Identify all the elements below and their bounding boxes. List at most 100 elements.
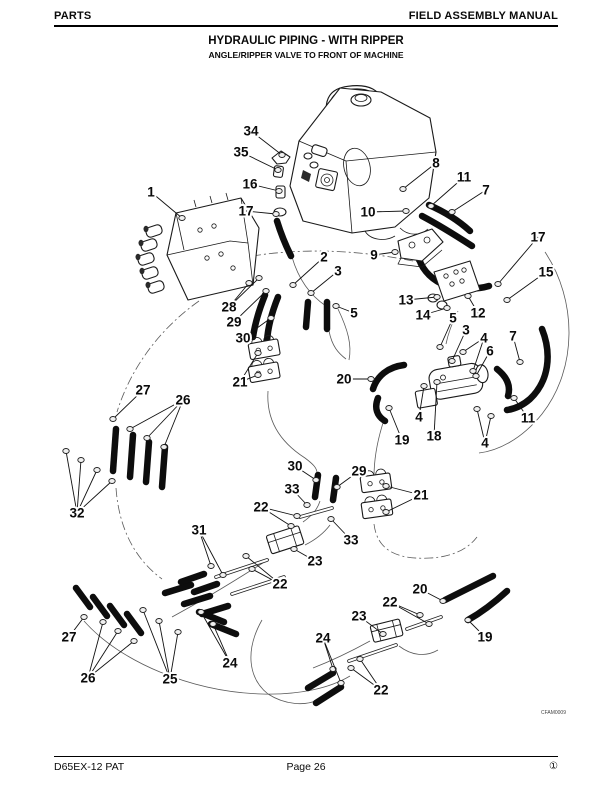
leader-line [146,399,184,439]
callout-22: 22 [382,595,397,610]
page-title: HYDRAULIC PIPING - WITH RIPPER [208,35,404,47]
callout-32: 32 [69,506,84,521]
leader-line [350,667,382,691]
callout-12: 12 [470,306,485,321]
footer-model: D65EX-12 PAT [54,761,125,773]
callout-4: 4 [415,410,423,425]
callout-26: 26 [80,671,96,686]
callout-10: 10 [360,205,375,220]
leader-line [239,352,259,383]
callout-22: 22 [253,500,268,515]
fitting-mark [367,376,375,382]
callout-31: 31 [191,523,207,538]
leader-line [359,658,382,691]
leader-line [322,637,342,684]
callout-24: 24 [315,631,331,646]
fitting-mark [254,372,262,378]
leader-line [430,176,465,207]
fitting-mark [130,638,138,644]
hose-routing-lines [83,250,570,705]
fitting-mark [448,209,456,215]
fitting-mark [510,395,518,401]
leader-line [422,307,448,316]
fitting-mark [126,426,134,432]
fitting-mark [469,368,477,374]
callout-27: 27 [135,383,150,398]
callout-8: 8 [432,156,440,171]
leader-line [385,494,422,513]
leader-line [142,609,171,680]
fitting-mark [385,405,393,411]
fitting-mark [427,203,435,209]
fitting-mark [77,457,85,463]
callout-28: 28 [221,300,237,315]
leader-line [112,389,144,420]
fitting-mark [391,249,399,255]
leader-line [484,415,492,444]
fitting-mark [272,211,280,217]
callout-24: 24 [222,656,238,671]
fitting-mark [448,358,456,364]
leader-line [506,271,547,301]
fitting-mark [209,621,217,627]
leader-line [249,183,280,192]
tube-block-illustration [369,618,404,643]
fitting-mark [242,553,250,559]
callout-21: 21 [232,375,248,390]
leader-line [405,296,438,301]
header-right: FIELD ASSEMBLY MANUAL [408,10,558,22]
callout-27: 27 [61,630,76,645]
leader-line [129,399,184,430]
callout-22: 22 [272,577,287,592]
fitting-mark [439,598,447,604]
fitting-mark [62,448,70,454]
callout-22: 22 [373,683,388,698]
callout-3: 3 [462,323,470,338]
fitting-mark [433,379,441,385]
callout-23: 23 [351,609,367,624]
leader-line [451,189,487,213]
leader-line [242,317,272,339]
fitting-mark [382,483,390,489]
leader-line [260,506,292,527]
page-subtitle: ANGLE/RIPPER VALVE TO FRONT OF MACHINE [208,50,404,60]
callout-29: 29 [351,464,366,479]
leader-line [330,518,352,541]
figure-code: CFAM0009 [541,710,566,716]
fitting-mark [248,566,256,572]
fitting-mark [160,444,168,450]
leader-line [472,337,485,372]
leader-line [291,488,308,506]
callout-19: 19 [477,630,492,645]
leader-line [451,329,467,362]
leader-line [419,588,444,602]
fitting-mark [143,435,151,441]
leader-line [433,381,438,437]
fitting-mark [464,293,472,299]
fitting-mark [139,607,147,613]
fitting-mark [332,303,340,309]
fitting-mark [245,280,253,286]
fitting-mark [433,294,441,300]
callout-4: 4 [480,331,488,346]
fitting-mark [178,215,186,221]
fitting-mark [80,614,88,620]
fitting-mark [487,413,495,419]
leader-line [385,485,422,496]
fitting-mark [108,478,116,484]
leader-line [198,529,212,567]
leader-line [87,630,119,679]
fitting-mark [464,617,472,623]
callout-17: 17 [530,230,545,245]
leader-line [389,601,430,625]
callout-26: 26 [175,393,191,408]
callout-34: 34 [243,124,259,139]
leader-line [150,191,183,219]
leader-line [245,210,277,215]
fitting-mark [287,523,295,529]
leader-line [233,290,267,323]
fitting-mark [290,546,298,552]
fitting-mark [254,350,262,356]
